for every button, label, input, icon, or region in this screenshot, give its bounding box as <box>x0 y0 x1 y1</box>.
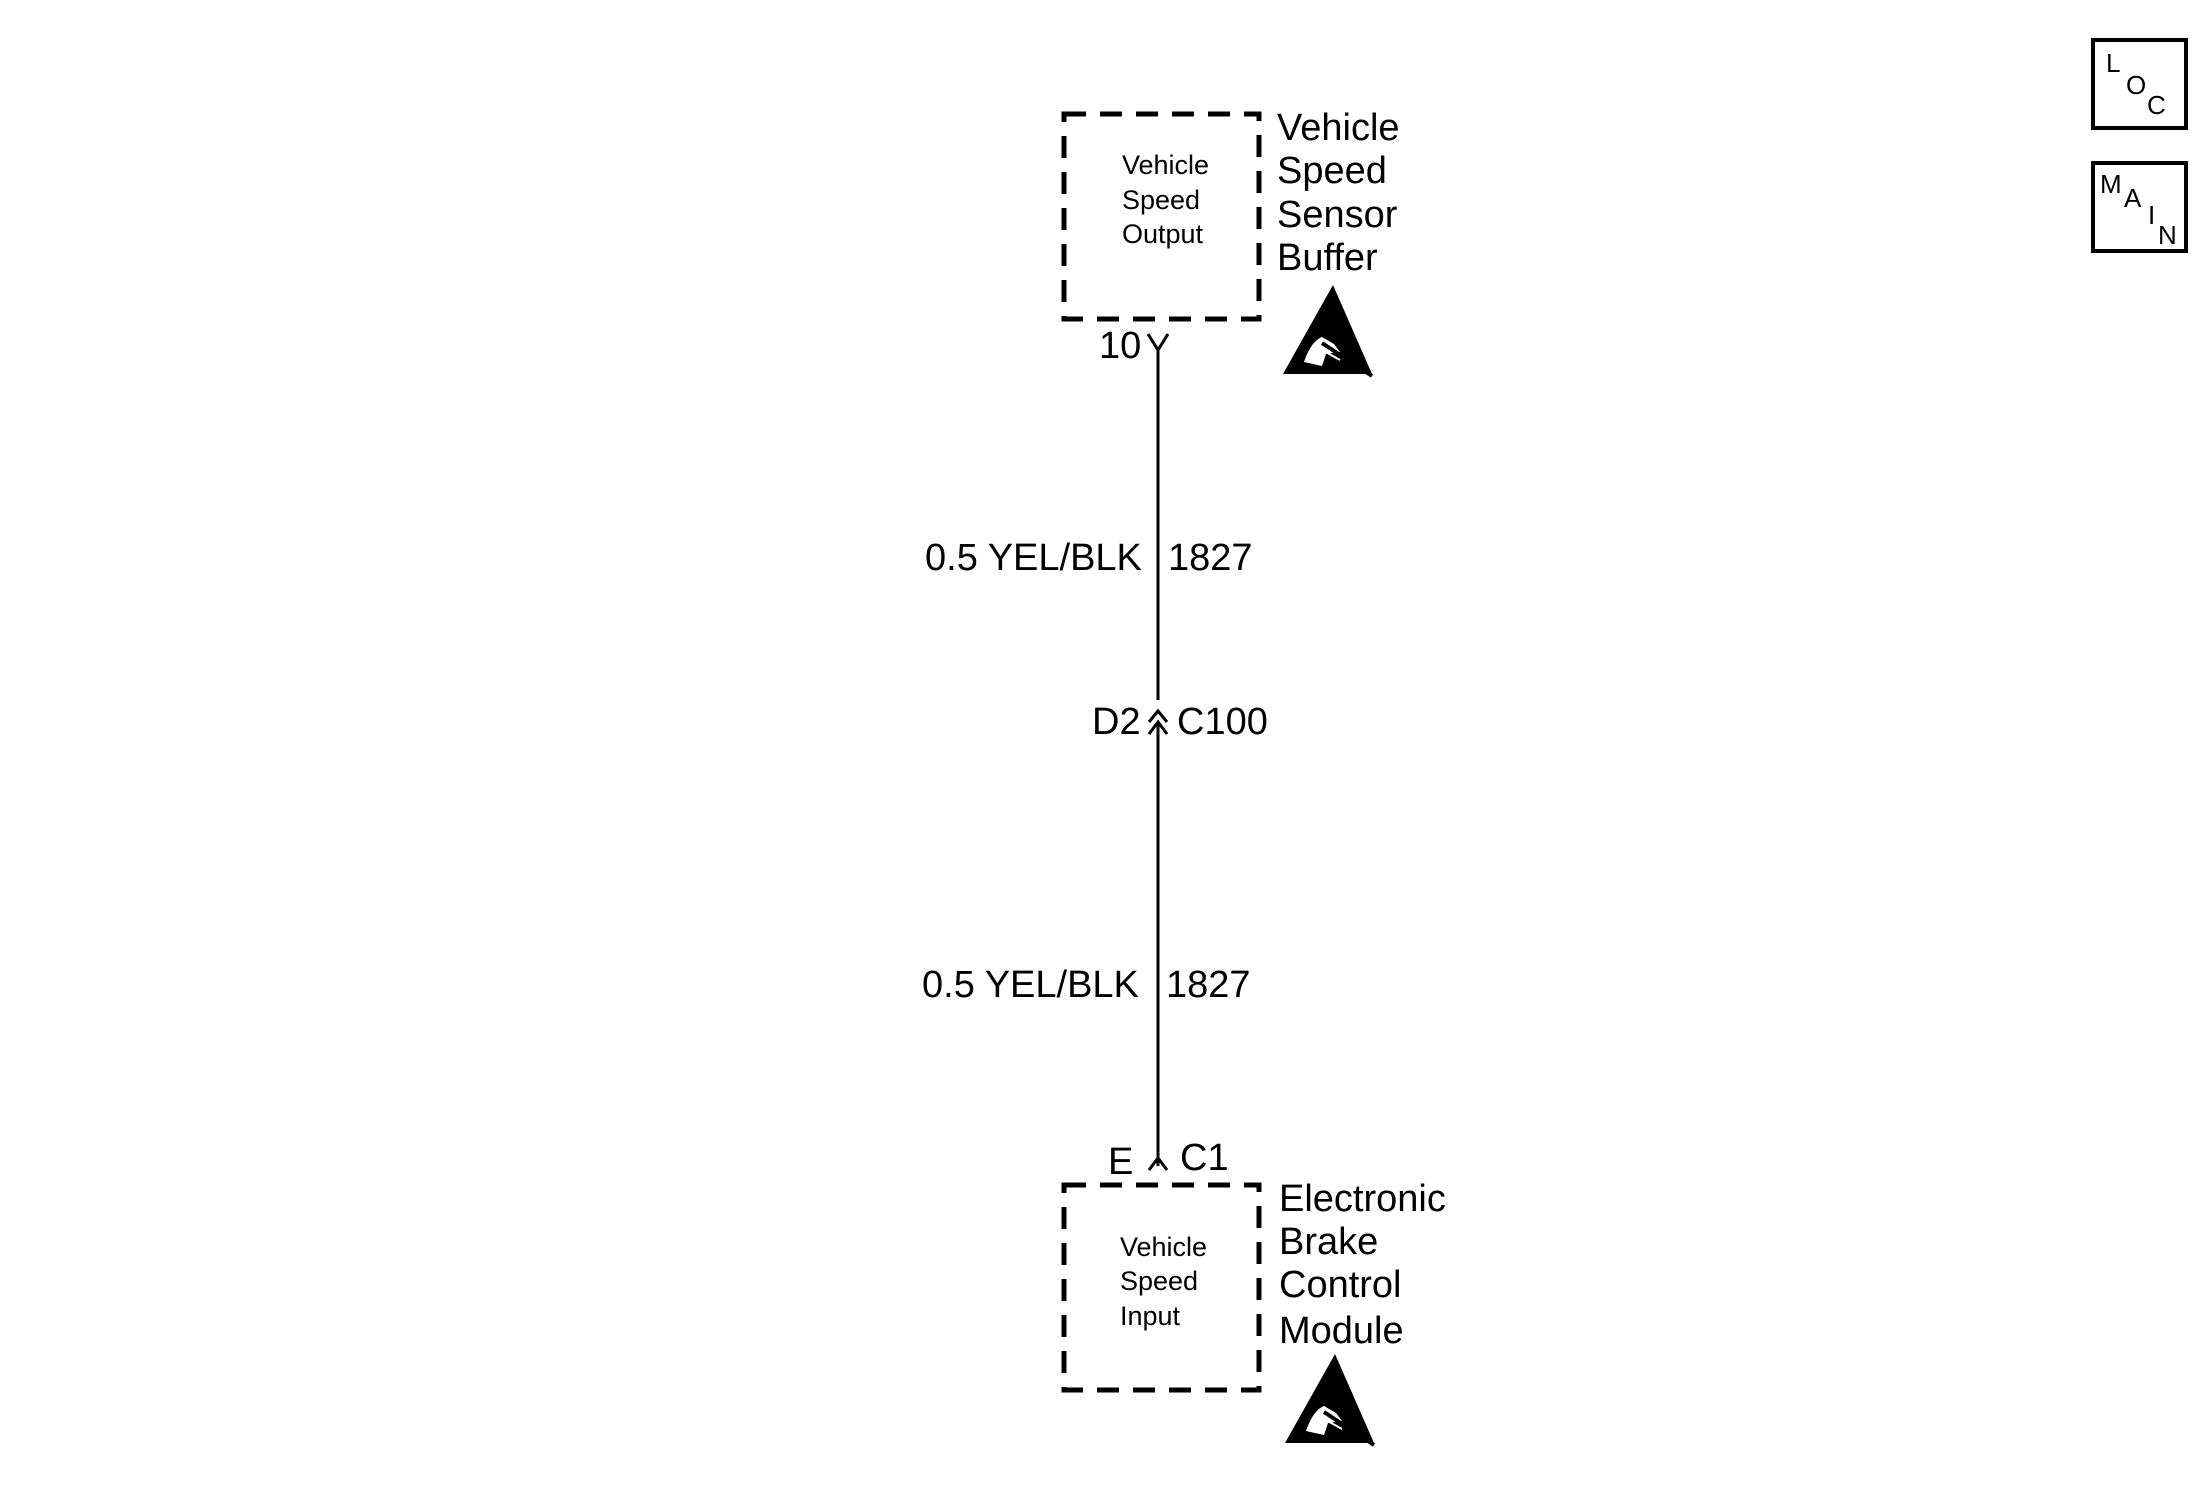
upper-wire-color-label: 0.5 YEL/BLK <box>925 537 1142 579</box>
bottom-terminal-label: E <box>1108 1141 1133 1183</box>
vehicle-speed-sensor-buffer: Vehicle Speed Output Vehicle Speed Senso… <box>1061 107 1400 378</box>
top-function-line-1: Vehicle <box>1122 150 1209 180</box>
main-letter-i: I <box>2148 200 2155 230</box>
loc-button[interactable]: L O C <box>2091 38 2188 130</box>
connector-terminal-label: D2 <box>1092 701 1141 743</box>
lower-wire-color-label: 0.5 YEL/BLK <box>922 964 1139 1006</box>
bottom-function-line-1: Vehicle <box>1120 1232 1207 1262</box>
bottom-name-line-1: Electronic <box>1279 1178 1446 1220</box>
bottom-name-line-3: Control <box>1279 1264 1402 1306</box>
connector-id-label: C100 <box>1177 701 1268 743</box>
main-letter-a: A <box>2124 183 2142 213</box>
lower-wire-circuit-label: 1827 <box>1166 964 1251 1006</box>
loc-letter-l: L <box>2106 48 2120 78</box>
bottom-function-line-3: Input <box>1120 1301 1181 1331</box>
esd-warning-icon <box>1283 285 1374 378</box>
upper-wire-circuit-label: 1827 <box>1168 537 1253 579</box>
top-function-line-3: Output <box>1122 219 1204 249</box>
bottom-connector-label: C1 <box>1180 1137 1229 1179</box>
top-terminal-label: 10 <box>1099 325 1141 367</box>
main-button[interactable]: M A I N <box>2091 161 2188 253</box>
top-name-line-3: Sensor <box>1277 194 1398 236</box>
main-letter-n: N <box>2158 220 2177 250</box>
bottom-name-line-2: Brake <box>1279 1221 1378 1263</box>
inline-connector-c100: D2 C100 <box>1092 700 1268 745</box>
loc-letter-c: C <box>2147 90 2166 120</box>
loc-letter-o: O <box>2126 70 2146 100</box>
top-name-line-2: Speed <box>1277 150 1387 192</box>
bottom-name-line-4: Module <box>1279 1310 1404 1352</box>
top-name-line-4: Buffer <box>1277 237 1378 279</box>
esd-warning-icon <box>1285 1354 1376 1447</box>
top-name-line-1: Vehicle <box>1277 107 1400 149</box>
bottom-function-line-2: Speed <box>1120 1266 1198 1296</box>
top-function-line-2: Speed <box>1122 185 1200 215</box>
main-letter-m: M <box>2100 169 2122 199</box>
electronic-brake-control-module: E C1 Vehicle Speed Input Electronic Brak… <box>1061 1137 1446 1447</box>
